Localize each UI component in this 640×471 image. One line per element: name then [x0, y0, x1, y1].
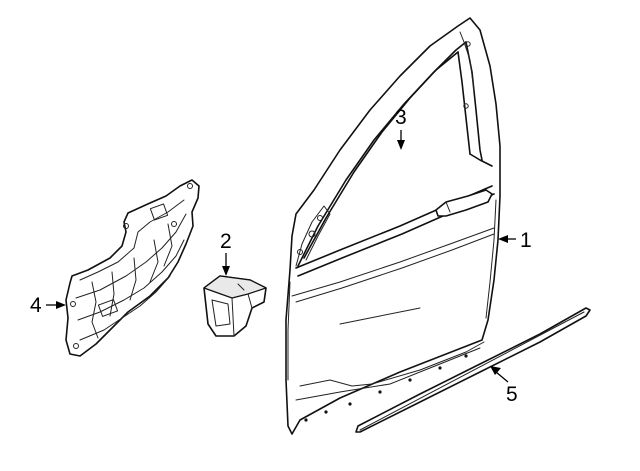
callout-label-5: 5 — [506, 383, 518, 406]
callout-label-1: 1 — [520, 229, 532, 252]
callout-label-2: 2 — [220, 230, 232, 253]
callout-2: 2 — [220, 230, 232, 276]
callout-3: 3 — [395, 106, 407, 150]
door-shell — [285, 17, 501, 435]
callout-label-4: 4 — [30, 294, 42, 317]
door-molding — [355, 307, 591, 433]
callout-4: 4 — [30, 294, 66, 317]
door-module-panel — [65, 179, 200, 357]
callout-label-3: 3 — [395, 106, 407, 129]
callout-1: 1 — [498, 229, 532, 252]
door-bracket — [203, 275, 267, 337]
callout-5: 5 — [490, 366, 518, 406]
